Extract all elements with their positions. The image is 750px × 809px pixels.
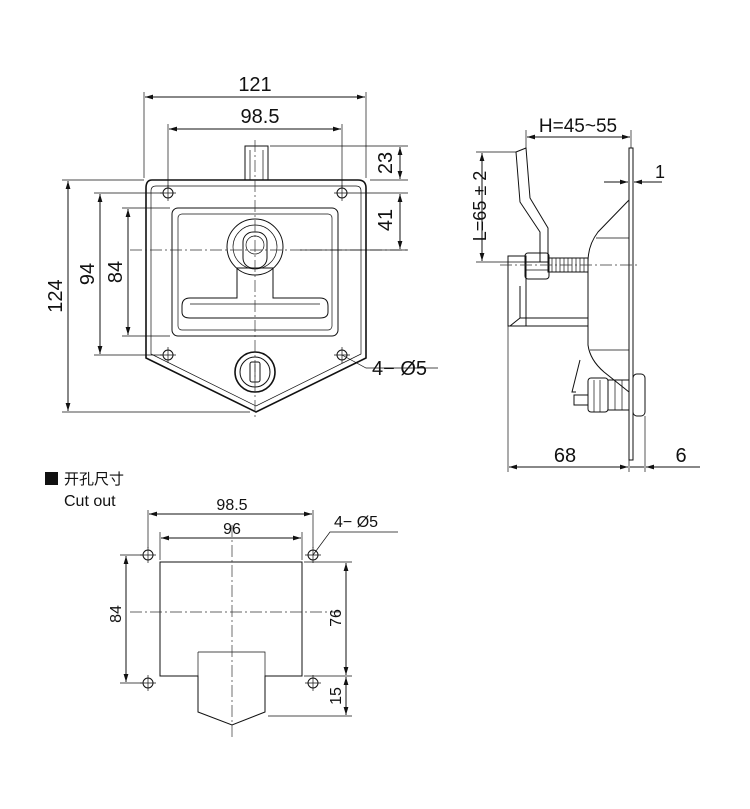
cutout-section: 开孔尺寸 Cut out 98.5 96 84 76 15 4− Ø5 [45,471,398,740]
dim-front-height-total: 124 [45,279,67,312]
section-title-en: Cut out [64,493,116,510]
section-square-icon [45,472,58,485]
section-title-cn: 开孔尺寸 [64,471,124,488]
dim-front-holes-label: 4− Ø5 [372,358,427,380]
dim-side-flange: 6 [675,445,686,467]
dim-front-height-holes: 94 [77,263,99,285]
side-housing [587,199,630,393]
side-handle [515,147,549,263]
lock-plate-outline [145,179,367,413]
dim-cutout-height-cut: 76 [328,609,345,627]
side-plate [628,147,634,461]
dim-front-height-inner: 84 [105,261,127,283]
dim-cutout-holes-label: 4− Ø5 [334,514,378,531]
dim-cutout-height-holes: 84 [108,605,125,623]
t-handle [181,267,329,319]
cutout-outline [159,561,303,726]
dim-front-hole-offset: 41 [375,209,397,231]
dim-side-handle-length: L=65 ± 2 [470,171,490,241]
dim-side-plate-thickness: 1 [655,162,665,182]
dim-cutout-width-holes: 98.5 [216,497,247,514]
dim-cutout-bottom: 15 [328,687,345,705]
dim-front-width-holes: 98.5 [241,106,280,128]
dim-front-width-total: 121 [238,74,271,96]
dim-front-top-tab: 23 [375,152,397,174]
side-view: H=45~55 L=65 ± 2 1 68 6 [470,116,700,472]
dim-side-grip-range: H=45~55 [539,116,617,137]
top-tab [244,145,269,180]
dim-side-depth: 68 [554,445,576,467]
front-view: 121 98.5 124 94 84 23 41 4− Ø5 [45,74,438,420]
dim-cutout-width-cut: 96 [223,521,241,538]
